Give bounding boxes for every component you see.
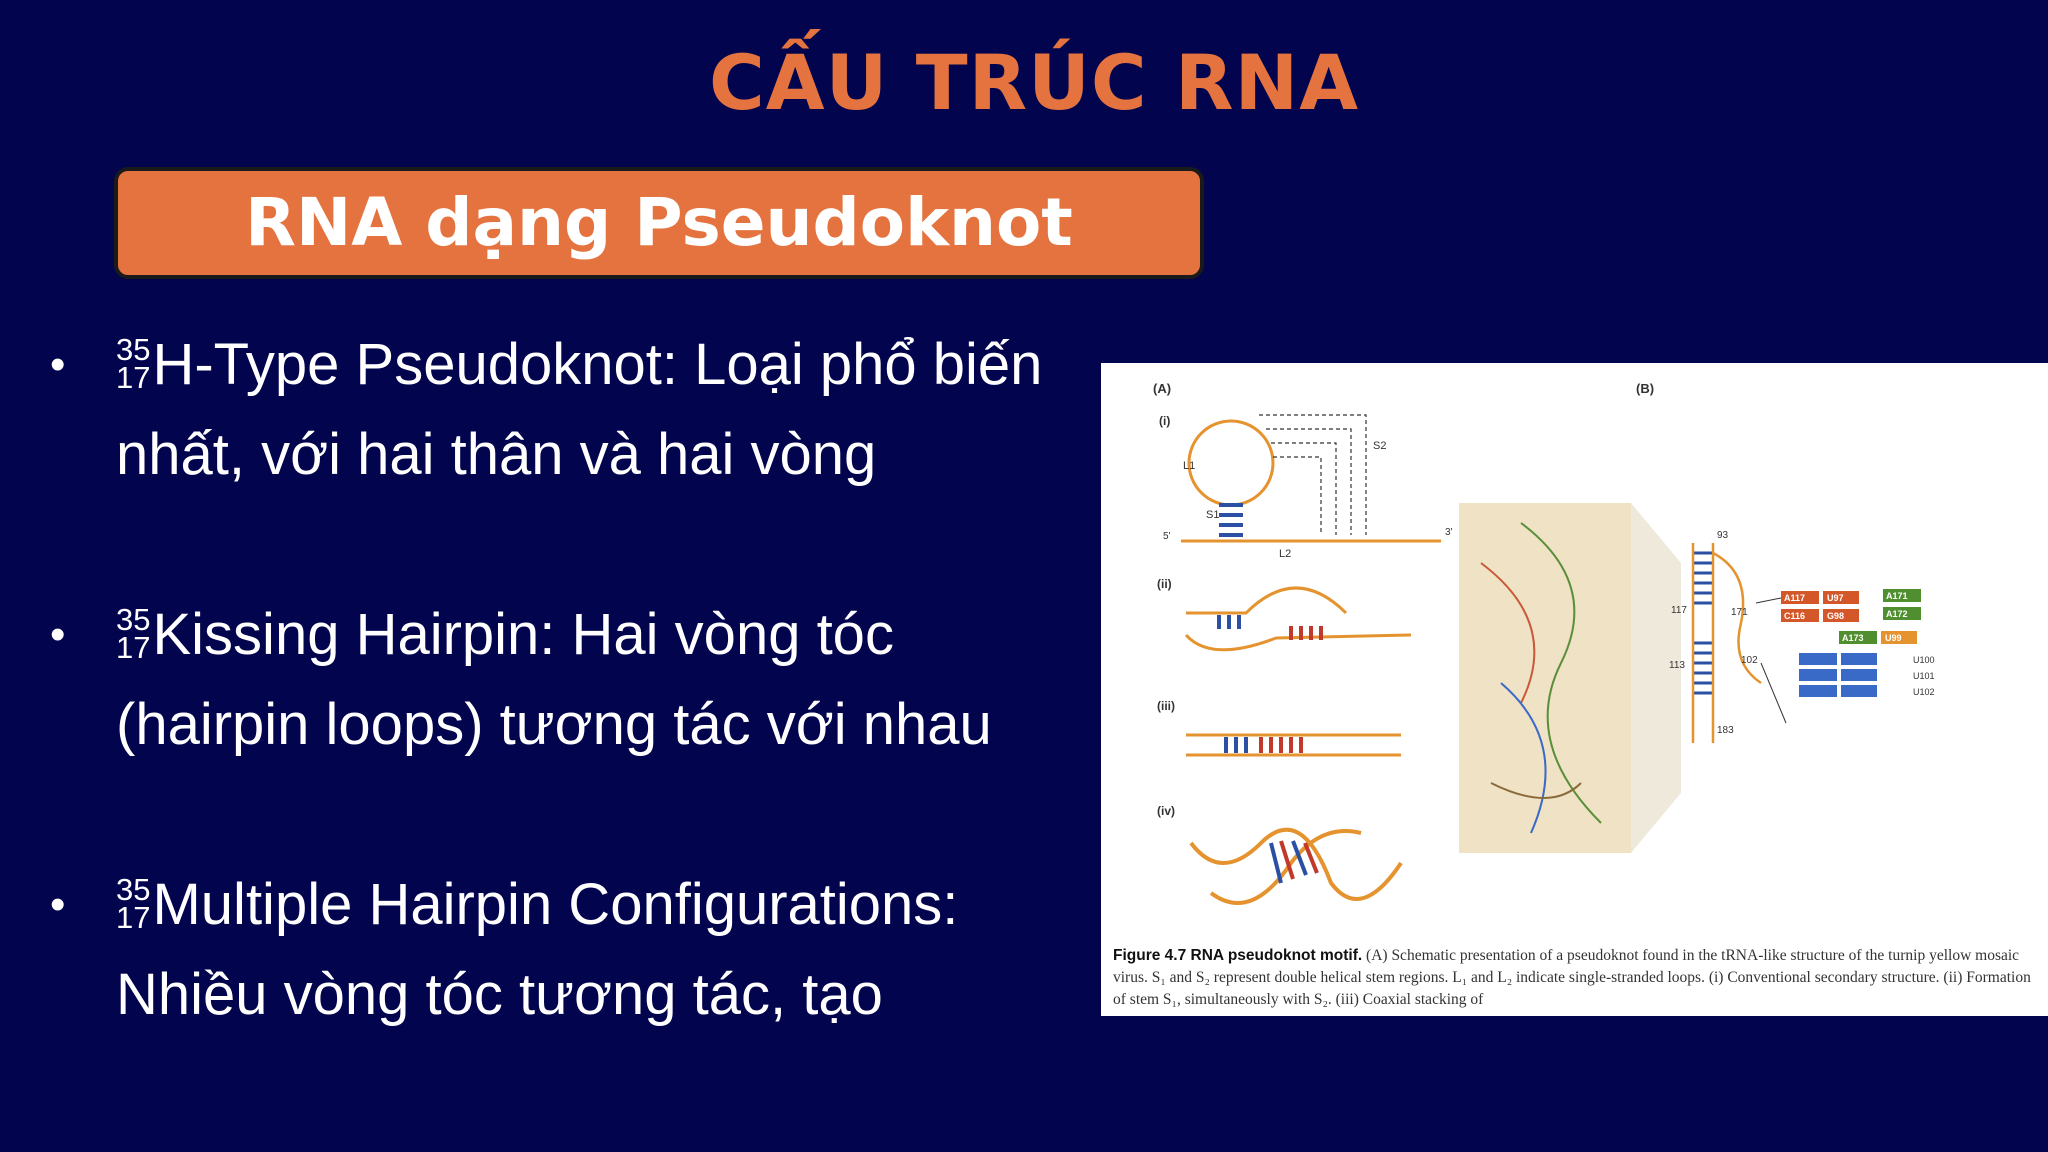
- svg-text:A173: A173: [1842, 633, 1864, 643]
- stem-s2-shape: [1259, 737, 1303, 753]
- label-102: 102: [1741, 655, 1758, 666]
- stem-ladder-shape: [1693, 551, 1713, 695]
- label-3prime: 3': [1445, 527, 1453, 538]
- stem-s2-shape: [1289, 626, 1323, 640]
- subpanel-iii-label: (iii): [1157, 699, 1175, 713]
- label-5prime: 5': [1163, 531, 1171, 542]
- svg-text:A117: A117: [1784, 593, 1805, 603]
- svg-text:U100: U100: [1913, 655, 1935, 665]
- label-93: 93: [1717, 530, 1729, 541]
- pairing-lines-shape: [1259, 414, 1367, 535]
- helix-pairs-shape: [1269, 840, 1319, 884]
- svg-text:A171: A171: [1886, 591, 1908, 601]
- loop-shape: [1184, 633, 1412, 652]
- backbone-shape: [1691, 543, 1762, 743]
- section-heading-box: RNA dạng Pseudoknot: [114, 167, 1204, 279]
- slide-title: CẤU TRÚC RNA: [708, 38, 1360, 127]
- base-pair-numbers: U100 U101 U102: [1913, 655, 1935, 697]
- figure-caption: Figure 4.7 RNA pseudoknot motif. (A) Sch…: [1113, 947, 2031, 1008]
- pointer-line-shape: [1755, 597, 1782, 604]
- label-183: 183: [1717, 725, 1734, 736]
- label-171: 171: [1731, 607, 1748, 618]
- svg-text:U99: U99: [1885, 633, 1902, 643]
- stem-s1-shape: [1217, 615, 1241, 629]
- pointer-line-shape: [1760, 662, 1787, 724]
- bullet-text: H-Type Pseudoknot: Loại phổ biến nhất, v…: [116, 332, 1043, 487]
- svg-text:U97: U97: [1827, 593, 1844, 603]
- svg-text:A172: A172: [1886, 609, 1908, 619]
- stem-s1-shape: [1219, 503, 1243, 537]
- label-l2: L2: [1279, 548, 1291, 560]
- base-pair-blocks: A117 U97 A171 C116 G98 A172 A173 U99: [1781, 589, 1921, 697]
- helix-shape: [1209, 829, 1362, 905]
- label-s2: S2: [1373, 440, 1386, 452]
- helix-shape: [1189, 827, 1403, 901]
- bullet-text: Multiple Hairpin Configurations: Nhiều v…: [116, 872, 959, 1027]
- svg-text:C116: C116: [1784, 611, 1805, 621]
- loop-shape: [1186, 586, 1348, 615]
- svg-text:U101: U101: [1913, 671, 1935, 681]
- rna-pseudoknot-figure: (A) (B) (i) L1 S1 S2 L2 5' 3' (ii) (iii): [1101, 363, 2048, 1016]
- subpanel-iv-label: (iv): [1157, 804, 1175, 818]
- bullet-marker: •: [50, 610, 66, 659]
- label-s1: S1: [1206, 509, 1219, 521]
- crystal-structure-image: [1459, 503, 1631, 853]
- pseudoknot-diagram: (A) (B) (i) L1 S1 S2 L2 5' 3' (ii) (iii): [1153, 381, 1935, 905]
- subpanel-i-label: (i): [1159, 414, 1170, 428]
- bullet-marker: •: [50, 880, 66, 929]
- label-113: 113: [1669, 660, 1685, 671]
- svg-text:G98: G98: [1827, 611, 1844, 621]
- hairpin-loop-shape: [1187, 419, 1275, 507]
- panel-b-label: (B): [1636, 381, 1654, 396]
- subpanel-ii-label: (ii): [1157, 577, 1172, 591]
- molecule-rendering-shape: [1480, 522, 1602, 834]
- bullet-text: Kissing Hairpin: Hai vòng tóc (hairpin l…: [116, 602, 992, 757]
- panel-a-label: (A): [1153, 381, 1171, 396]
- zoom-wedge-shape: [1631, 503, 1681, 853]
- stem-s1-shape: [1224, 737, 1248, 753]
- label-117: 117: [1671, 605, 1687, 616]
- label-l1: L1: [1183, 460, 1195, 472]
- svg-text:U102: U102: [1913, 687, 1935, 697]
- bullet-marker: •: [50, 340, 66, 389]
